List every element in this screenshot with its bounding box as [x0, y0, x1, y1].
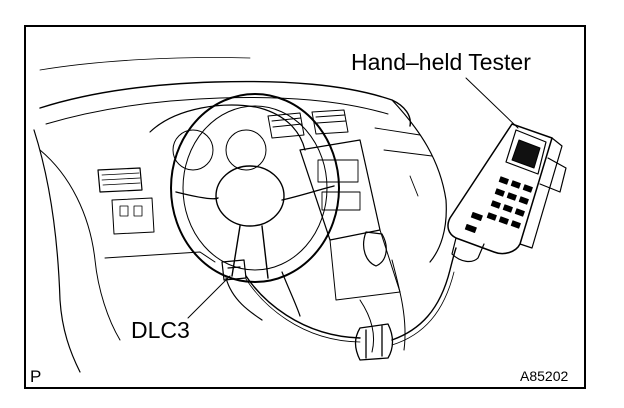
steering-column: [225, 277, 263, 321]
tester-label: Hand–held Tester: [351, 49, 531, 75]
dlc3-leader: [187, 275, 231, 319]
corner-label: P: [30, 367, 42, 386]
figure-code: A85202: [520, 368, 569, 384]
lower-left-trim: [104, 251, 216, 263]
steering-wheel: [170, 93, 340, 283]
left-kick-panel: [39, 149, 121, 341]
right-dash: [391, 99, 447, 263]
left-switch-panel: [111, 197, 155, 235]
cable-to-junction: [245, 275, 361, 339]
dlc3-label: DLC3: [131, 317, 190, 343]
dlc3-connector: [221, 259, 247, 281]
passenger-seat: [391, 259, 406, 351]
windshield-edge: [39, 57, 251, 71]
shifter: [363, 231, 387, 267]
left-vent: [97, 167, 143, 193]
tester-keypad: [464, 176, 533, 233]
cable-to-tester: [391, 247, 457, 341]
center-console: [299, 139, 381, 241]
cluster-hood: [149, 104, 306, 151]
center-vents: [267, 109, 349, 139]
figure-frame: [24, 25, 586, 389]
dashboard-top-inner: [45, 97, 389, 125]
hand-held-tester: [447, 123, 567, 263]
left-door-panel: [33, 129, 81, 373]
cable-adapter: [354, 323, 394, 361]
tester-leader: [465, 77, 519, 129]
dashboard-top: [39, 80, 412, 127]
